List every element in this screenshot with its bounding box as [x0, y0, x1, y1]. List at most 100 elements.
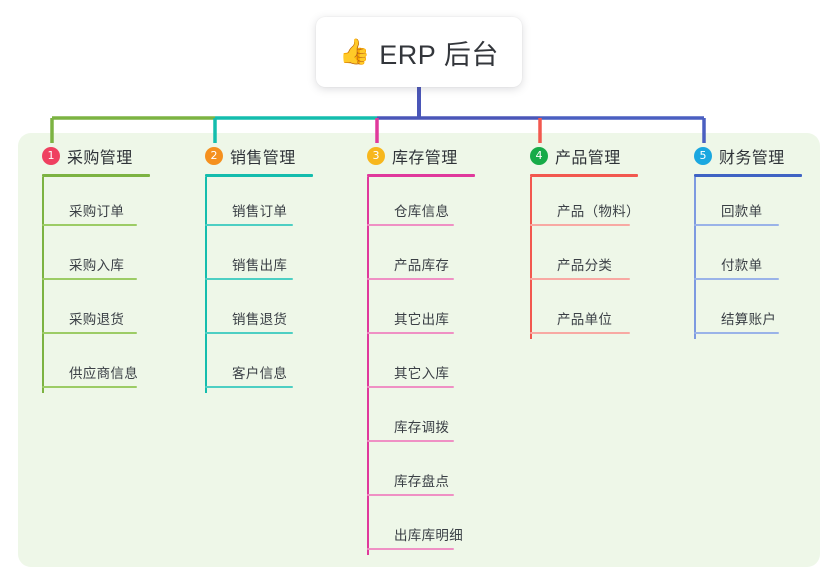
list-item[interactable]: 付款单: [694, 231, 802, 285]
column-spine: [42, 177, 44, 393]
column-spine: [530, 177, 532, 339]
column-items: 产品（物料） 产品分类产品单位: [530, 177, 640, 339]
list-item-label: 出库库明细: [394, 528, 463, 543]
column-badge-icon: 5: [694, 147, 712, 165]
list-item-label: 其它入库: [394, 366, 450, 381]
list-item-label: 回款单: [721, 204, 763, 219]
list-item-underline: [367, 494, 454, 496]
list-item-label: 结算账户: [721, 312, 777, 327]
list-item-label: 客户信息: [232, 366, 288, 381]
list-item-label: 产品单位: [557, 312, 613, 327]
list-item-underline: [367, 278, 454, 280]
column-items: 回款单付款单结算账户: [694, 177, 802, 339]
column-title: 库存管理: [392, 150, 458, 167]
column-spine: [205, 177, 207, 393]
list-item[interactable]: 其它出库: [367, 285, 475, 339]
column-spine: [367, 177, 369, 555]
column-header-5[interactable]: 5 财务管理: [694, 143, 802, 169]
list-item[interactable]: 采购退货: [42, 285, 150, 339]
list-item-label: 仓库信息: [394, 204, 450, 219]
list-item-label: 销售退货: [232, 312, 288, 327]
list-item[interactable]: 出库库明细: [367, 501, 475, 555]
list-item-underline: [367, 440, 454, 442]
column-产品管理: 4 产品管理产品（物料） 产品分类产品单位: [530, 143, 640, 339]
column-spine: [694, 177, 696, 339]
list-item[interactable]: 产品（物料）: [530, 177, 640, 231]
list-item-underline: [367, 386, 454, 388]
column-items: 销售订单销售出库销售退货客户信息: [205, 177, 313, 393]
list-item[interactable]: 结算账户: [694, 285, 802, 339]
list-item-label: 其它出库: [394, 312, 450, 327]
list-item-label: 付款单: [721, 258, 763, 273]
list-item-label: 采购订单: [69, 204, 125, 219]
column-badge-icon: 4: [530, 147, 548, 165]
root-node-content: 👍 ERP 后台: [339, 33, 499, 72]
list-item[interactable]: 销售退货: [205, 285, 313, 339]
list-item-underline: [367, 332, 454, 334]
list-item-underline: [530, 332, 630, 334]
list-item-label: 销售订单: [232, 204, 288, 219]
column-title: 财务管理: [719, 150, 785, 167]
list-item-underline: [367, 224, 454, 226]
root-node[interactable]: 👍 ERP 后台: [316, 17, 522, 87]
list-item-underline: [694, 332, 779, 334]
column-title: 销售管理: [230, 150, 296, 167]
list-item[interactable]: 产品单位: [530, 285, 638, 339]
list-item[interactable]: 库存调拨: [367, 393, 475, 447]
list-item[interactable]: 客户信息: [205, 339, 313, 393]
list-item-underline: [205, 278, 293, 280]
column-items: 仓库信息产品库存其它出库其它入库库存调拨库存盘点出库库明细: [367, 177, 475, 555]
list-item[interactable]: 其它入库: [367, 339, 475, 393]
column-header-4[interactable]: 4 产品管理: [530, 143, 638, 169]
column-header-underline: [530, 174, 638, 177]
list-item[interactable]: 销售订单: [205, 177, 313, 231]
list-item-label: 采购退货: [69, 312, 125, 327]
column-header-underline: [42, 174, 150, 177]
list-item-underline: [694, 224, 779, 226]
column-库存管理: 3 库存管理仓库信息产品库存其它出库其它入库库存调拨库存盘点出库库明细: [367, 143, 475, 555]
list-item[interactable]: 库存盘点: [367, 447, 475, 501]
list-item-underline: [694, 278, 779, 280]
list-item[interactable]: 采购入库: [42, 231, 150, 285]
list-item[interactable]: 仓库信息: [367, 177, 475, 231]
list-item-underline: [42, 224, 137, 226]
list-item-label: 采购入库: [69, 258, 125, 273]
list-item[interactable]: 回款单: [694, 177, 802, 231]
list-item-label: 产品分类: [557, 258, 613, 273]
list-item-underline: [205, 386, 293, 388]
list-item[interactable]: 采购订单: [42, 177, 150, 231]
list-item[interactable]: 产品库存: [367, 231, 475, 285]
column-title: 产品管理: [555, 150, 621, 167]
column-badge-icon: 1: [42, 147, 60, 165]
list-item-label: 产品（物料）: [557, 204, 640, 219]
root-node-title: ERP 后台: [379, 39, 499, 70]
list-item-label: 库存调拨: [394, 420, 450, 435]
list-item-underline: [205, 224, 293, 226]
column-header-underline: [694, 174, 802, 177]
column-header-3[interactable]: 3 库存管理: [367, 143, 475, 169]
column-header-underline: [367, 174, 475, 177]
list-item-underline: [530, 278, 630, 280]
column-财务管理: 5 财务管理回款单付款单结算账户: [694, 143, 802, 339]
list-item[interactable]: 产品分类: [530, 231, 638, 285]
list-item-label: 产品库存: [394, 258, 450, 273]
list-item-label: 供应商信息: [69, 366, 138, 381]
list-item-underline: [42, 332, 137, 334]
column-header-underline: [205, 174, 313, 177]
column-badge-icon: 3: [367, 147, 385, 165]
list-item-label: 销售出库: [232, 258, 288, 273]
list-item-underline: [42, 386, 137, 388]
list-item-underline: [205, 332, 293, 334]
column-items: 采购订单采购入库采购退货供应商信息: [42, 177, 150, 393]
list-item-label: 库存盘点: [394, 474, 450, 489]
list-item-underline: [367, 548, 454, 550]
list-item-underline: [42, 278, 137, 280]
thumbs-up-icon: 👍: [339, 37, 371, 66]
list-item[interactable]: 供应商信息: [42, 339, 150, 393]
list-item[interactable]: 销售出库: [205, 231, 313, 285]
